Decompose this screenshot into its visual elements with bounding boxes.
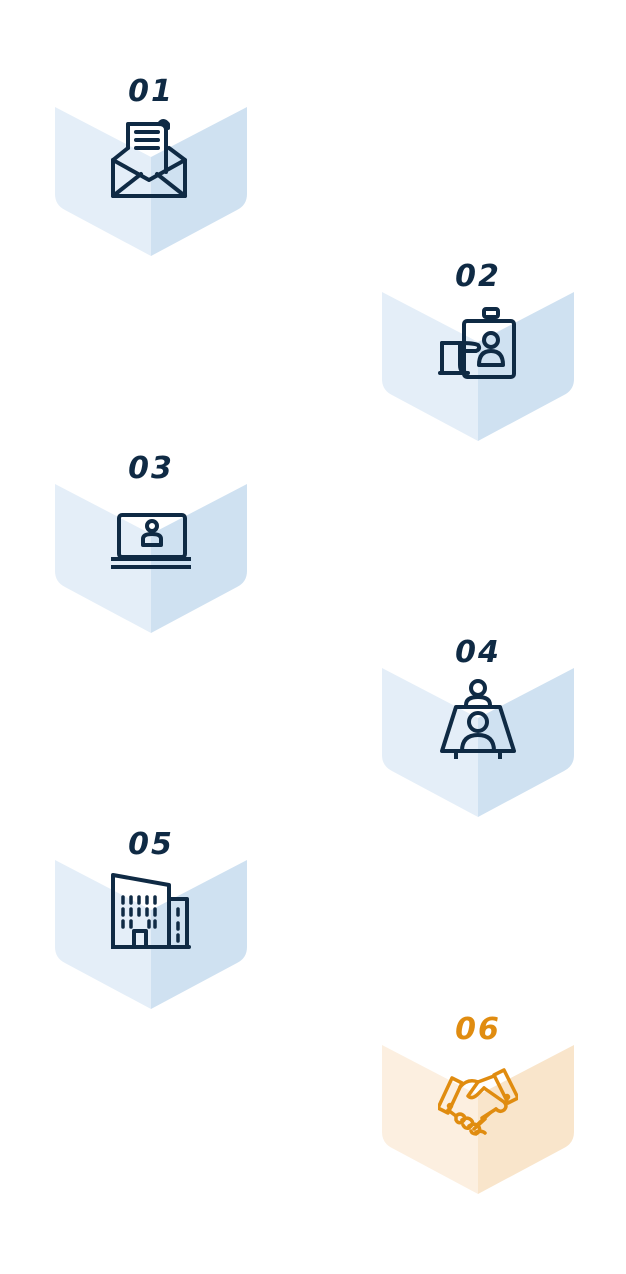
step-badge xyxy=(55,484,247,633)
interview-person-icon xyxy=(440,679,516,759)
envelope-letter-icon xyxy=(111,119,187,198)
step-badge xyxy=(382,668,574,817)
handshake-icon xyxy=(438,1068,518,1136)
step-badge xyxy=(55,860,247,1009)
step-badge xyxy=(382,1045,574,1194)
step-03: 03 xyxy=(55,452,247,633)
step-number: 05 xyxy=(128,827,174,862)
laptop-person-icon xyxy=(111,513,191,569)
office-building-icon xyxy=(111,873,191,949)
step-number: 06 xyxy=(455,1012,501,1047)
id-badge-hand-icon xyxy=(438,307,516,379)
step-badge xyxy=(55,107,247,256)
step-number: 02 xyxy=(455,259,501,294)
step-06: 06 xyxy=(382,1013,574,1194)
step-04: 04 xyxy=(382,636,574,817)
step-01: 01 xyxy=(55,75,247,256)
step-number: 01 xyxy=(128,74,174,109)
step-05: 05 xyxy=(55,828,247,1009)
step-badge xyxy=(382,292,574,441)
step-number: 04 xyxy=(455,635,501,670)
step-number: 03 xyxy=(128,451,174,486)
step-02: 02 xyxy=(382,260,574,441)
